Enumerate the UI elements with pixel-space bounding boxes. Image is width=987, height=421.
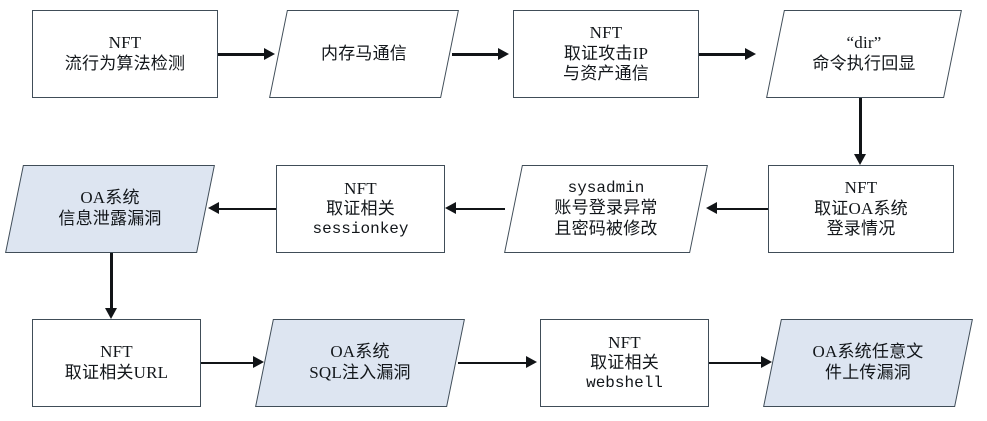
edge-n9-n10 [201,361,255,365]
arrowhead-n3-n4 [745,47,756,60]
node-line: webshell [586,373,663,392]
node-line: 登录情况 [826,219,896,239]
arrowhead-n2-n3 [498,47,509,60]
arrowhead-n10-n11 [526,356,537,369]
arrowhead-n11-n12 [761,356,772,369]
edge-n3-n4 [699,53,747,56]
node-line: NFT [344,178,377,198]
node-nft-attack-ip-forensics[interactable]: NFT 取证攻击IP 与资产通信 [513,10,699,98]
node-nft-webshell-forensics[interactable]: NFT 取证相关 webshell [540,319,709,407]
node-line: 件上传漏洞 [825,363,911,382]
node-line: OA系统 [80,188,140,208]
node-line: OA系统任意文 [812,342,924,362]
node-line: “dir” [846,33,882,53]
node-line: 取证攻击IP [563,43,649,63]
node-line: 与资产通信 [563,64,649,84]
node-line: 流行为算法检测 [64,54,186,73]
node-line: 内存马通信 [321,43,407,63]
node-line: NFT [608,332,641,352]
edge-n8-n9 [110,253,113,310]
edge-n7-n8 [218,207,276,211]
edge-n2-n3 [452,53,500,56]
node-line: NFT [108,33,142,53]
node-line: 且密码被修改 [554,218,658,238]
node-nft-oa-login-forensics[interactable]: NFT 取证OA系统 登录情况 [768,165,954,253]
node-line: NFT [844,177,878,197]
edge-n11-n12 [709,361,763,365]
node-nft-related-url-forensics[interactable]: NFT 取证相关URL [32,319,201,407]
node-line: 取证相关 [590,353,659,373]
edge-n1-n2 [218,53,266,56]
node-memory-trojan-comm[interactable]: 内存马通信 [269,10,459,98]
arrowhead-n1-n2 [264,47,275,60]
node-oa-arbitrary-file-upload-vuln[interactable]: OA系统任意文 件上传漏洞 [763,319,973,407]
node-sysadmin-login-anomaly[interactable]: sysadmin 账号登录异常 且密码被修改 [504,165,708,253]
edge-n10-n11 [458,361,528,365]
node-line: SQL注入漏洞 [309,363,411,382]
edge-n5-n6 [716,207,768,211]
node-line: OA系统 [330,342,390,362]
arrowhead-n9-n10 [253,356,264,369]
arrowhead-n5-n6 [706,202,717,215]
arrowhead-n7-n8 [208,202,219,215]
node-line: 取证相关 [326,199,395,219]
node-line: NFT [100,342,133,362]
node-line: NFT [589,22,623,42]
arrowhead-n4-n5 [853,154,866,165]
node-line: 账号登录异常 [554,198,658,218]
node-line: 信息泄露漏洞 [58,209,162,228]
node-line: 命令执行回显 [812,54,916,73]
node-nft-sessionkey-forensics[interactable]: NFT 取证相关 sessionkey [276,165,445,253]
node-line: sysadmin [567,178,645,197]
node-dir-command-echo[interactable]: “dir” 命令执行回显 [766,10,962,98]
node-line: 取证OA系统 [814,198,908,218]
arrowhead-n6-n7 [445,202,456,215]
node-nft-traffic-detection[interactable]: NFT 流行为算法检测 [32,10,218,98]
arrowhead-n8-n9 [104,308,117,319]
node-oa-sql-injection-vuln[interactable]: OA系统 SQL注入漏洞 [255,319,465,407]
edge-n6-n7 [455,207,505,211]
node-line: sessionkey [312,219,409,238]
node-oa-info-disclosure-vuln[interactable]: OA系统 信息泄露漏洞 [5,165,215,253]
edge-n4-n5 [859,98,862,156]
node-line: 取证相关URL [64,363,169,382]
